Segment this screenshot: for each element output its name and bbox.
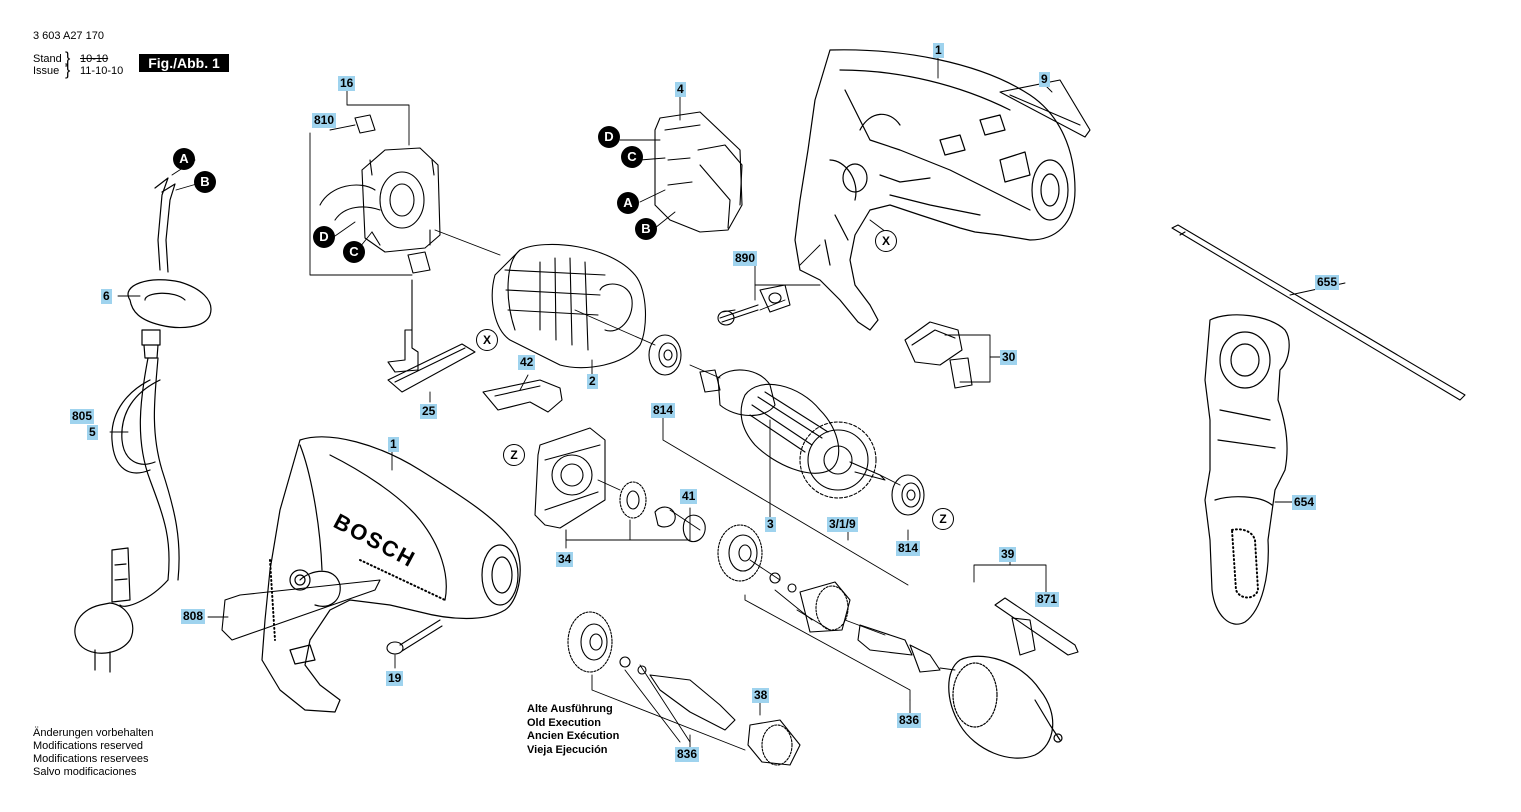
trigger-switch: [654, 111, 743, 233]
bearing-lower: [891, 474, 925, 516]
dot-label-a-cord: A: [173, 148, 195, 170]
callout-814-lower: 814: [896, 541, 921, 556]
ring-label-x-housing: X: [875, 230, 897, 252]
callout-9: 9: [1039, 72, 1050, 87]
callout-16: 16: [338, 76, 356, 91]
brush-holder-plate: [319, 114, 441, 274]
bracket-part-42: [482, 379, 563, 413]
callout-25: 25: [420, 404, 438, 419]
callout-808: 808: [181, 609, 206, 624]
callout-6: 6: [101, 289, 112, 304]
callout-38: 38: [752, 688, 770, 703]
callout-34: 34: [556, 552, 574, 567]
callout-19: 19: [386, 671, 404, 686]
auxiliary-handle: [1204, 314, 1290, 625]
spindle-old: [567, 611, 801, 766]
callout-3: 3: [765, 517, 776, 532]
old-execution-en: Old Execution: [527, 716, 601, 729]
callout-814-upper: 814: [651, 403, 676, 418]
field-stator: [491, 243, 647, 369]
bearing-upper: [648, 334, 682, 376]
callout-654: 654: [1292, 495, 1317, 510]
insulation-part-25: [387, 343, 476, 393]
wedge-part-808: [221, 579, 381, 641]
cord-clamp: [717, 284, 791, 326]
old-execution-note: Alte Ausführung Old Execution Ancien Exé…: [527, 703, 619, 757]
callout-810: 810: [312, 113, 337, 128]
callout-housing-1: 1: [933, 43, 944, 58]
wedge-part-9: [999, 79, 1091, 138]
chuck-key: [994, 597, 1079, 656]
old-execution-fr: Ancien Exécution: [527, 730, 620, 742]
callout-39: 39: [999, 547, 1017, 562]
issue-label: Issue: [33, 65, 60, 77]
cover-part-30: [904, 321, 973, 389]
ring-label-z-bearing: Z: [932, 508, 954, 530]
small-gear-41: [654, 506, 706, 543]
drill-chuck: [948, 655, 1063, 759]
callout-30: 30: [1000, 350, 1018, 365]
dot-label-b-cord: B: [194, 171, 216, 193]
dot-label-c-brush: C: [343, 241, 365, 263]
issue-brace: }: [65, 62, 71, 79]
callout-805: 805: [70, 409, 95, 424]
callout-body-1: 1: [388, 437, 399, 452]
callout-5: 5: [87, 425, 98, 440]
armature: [699, 369, 886, 499]
callout-655: 655: [1315, 275, 1340, 290]
bearing-flange: [534, 427, 606, 529]
callout-42: 42: [518, 355, 536, 370]
figure-badge: Fig./Abb. 1: [139, 54, 229, 72]
callout-890: 890: [733, 251, 758, 266]
ring-label-x-stator: X: [476, 329, 498, 351]
footer-note-en: Modifications reserved: [33, 740, 144, 752]
depth-rod: [1171, 224, 1466, 401]
doc-number: 3 603 A27 170: [33, 30, 104, 42]
dot-label-a-switch: A: [617, 192, 639, 214]
drill-body: [261, 436, 521, 713]
old-execution-es: Vieja Ejecución: [527, 743, 608, 756]
stand-date: 10-10: [80, 53, 109, 65]
dot-label-b-switch: B: [635, 218, 657, 240]
callout-836-new: 836: [897, 713, 922, 728]
dot-label-c-switch: C: [621, 146, 643, 168]
stand-label: Stand: [33, 53, 62, 65]
callout-41: 41: [680, 489, 698, 504]
intermediate-gear: [717, 524, 797, 593]
callout-871: 871: [1035, 592, 1060, 607]
callout-3-1-9: 3/1/9: [827, 517, 858, 532]
callout-4: 4: [675, 82, 686, 97]
dot-label-d-switch: D: [598, 126, 620, 148]
footer-note-de: Änderungen vorbehalten: [33, 727, 154, 739]
leader-lines: [109, 54, 1346, 753]
gear-34: [619, 481, 647, 519]
callout-2: 2: [587, 374, 598, 389]
stand-brace: }: [65, 50, 71, 67]
callout-836-old: 836: [675, 747, 700, 762]
old-execution-de: Alte Ausführung: [527, 703, 613, 715]
issue-date: 11-10-10: [80, 65, 124, 77]
spindle-new: [799, 581, 941, 673]
footer-note-fr: Modifications reservees: [33, 753, 149, 765]
footer-note-es: Salvo modificaciones: [33, 766, 137, 778]
housing-half: [794, 49, 1076, 331]
power-cord: [74, 177, 212, 673]
dot-label-d-brush: D: [313, 226, 335, 248]
ring-label-z-flange: Z: [503, 444, 525, 466]
brush-bracket: [387, 279, 419, 373]
screw-19: [386, 619, 443, 655]
